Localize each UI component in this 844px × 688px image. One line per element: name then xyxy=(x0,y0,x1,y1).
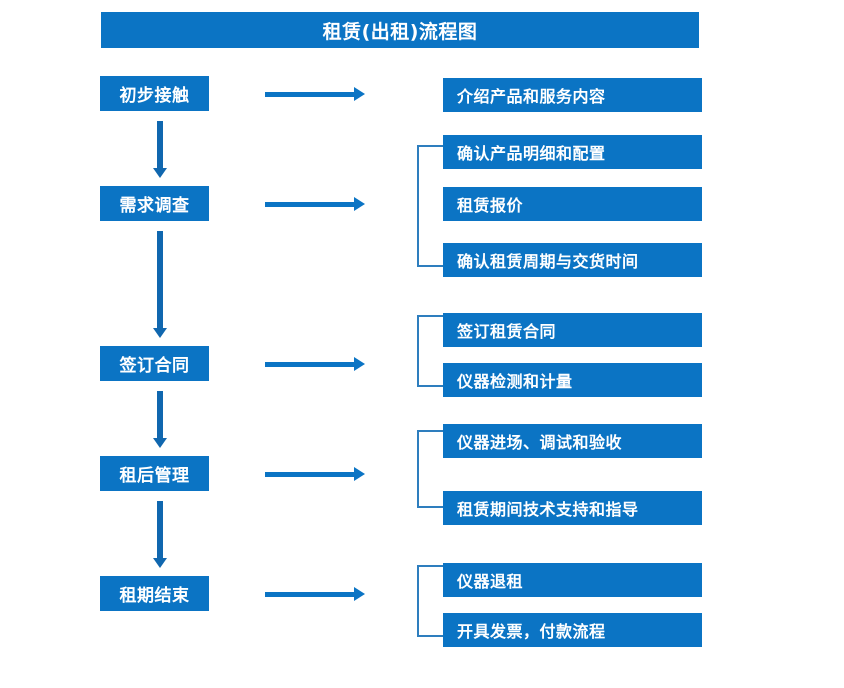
detail-box-1[interactable]: 介绍产品和服务内容 xyxy=(443,78,702,112)
down-arrow-stage3-stage4 xyxy=(151,391,169,450)
bracket-group-4 xyxy=(417,430,443,508)
bracket-group-5 xyxy=(417,565,443,637)
detail-box-2[interactable]: 确认产品明细和配置 xyxy=(443,135,702,169)
right-arrow-stage4 xyxy=(265,467,365,481)
right-arrow-stage1 xyxy=(265,87,365,101)
stage-box-3[interactable]: 签订合同 xyxy=(100,346,209,381)
detail-box-4[interactable]: 确认租赁周期与交货时间 xyxy=(443,243,702,277)
right-arrow-stage5 xyxy=(265,587,365,601)
down-arrow-stage2-stage3 xyxy=(151,231,169,340)
stage-box-2[interactable]: 需求调查 xyxy=(100,186,209,221)
stage-box-1[interactable]: 初步接触 xyxy=(100,76,209,111)
bracket-group-2 xyxy=(417,145,443,267)
detail-box-3[interactable]: 租赁报价 xyxy=(443,187,702,221)
detail-box-6[interactable]: 仪器检测和计量 xyxy=(443,363,702,397)
stage-box-5[interactable]: 租期结束 xyxy=(100,576,209,611)
down-arrow-stage1-stage2 xyxy=(151,121,169,180)
detail-box-7[interactable]: 仪器进场、调试和验收 xyxy=(443,424,702,458)
stage-box-4[interactable]: 租后管理 xyxy=(100,456,209,491)
detail-box-10[interactable]: 开具发票，付款流程 xyxy=(443,613,702,647)
flowchart-title-bar: 租赁(出租)流程图 xyxy=(101,12,699,48)
detail-box-5[interactable]: 签订租赁合同 xyxy=(443,313,702,347)
detail-box-9[interactable]: 仪器退租 xyxy=(443,563,702,597)
down-arrow-stage4-stage5 xyxy=(151,501,169,570)
detail-box-8[interactable]: 租赁期间技术支持和指导 xyxy=(443,491,702,525)
right-arrow-stage3 xyxy=(265,357,365,371)
right-arrow-stage2 xyxy=(265,197,365,211)
bracket-group-3 xyxy=(417,315,443,387)
